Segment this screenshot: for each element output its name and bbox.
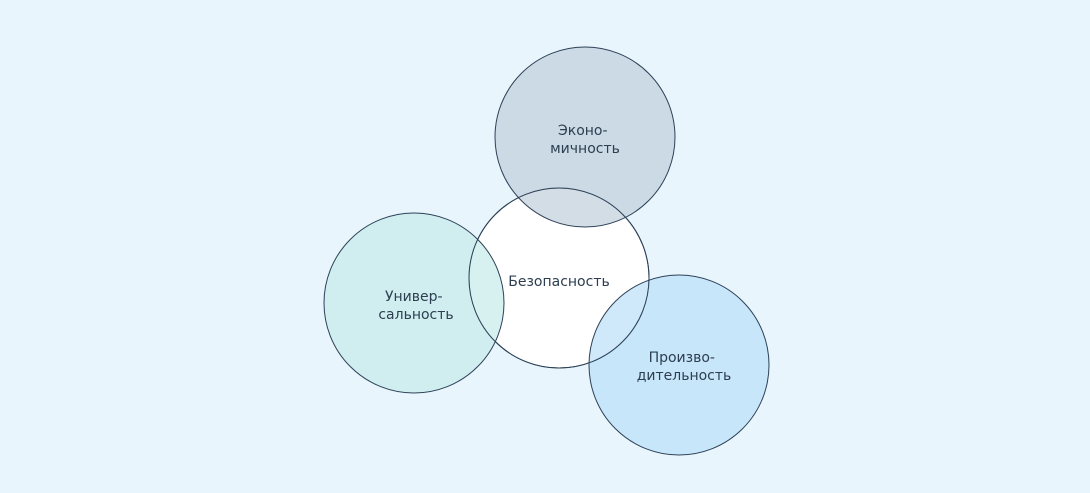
circle-universality (323, 212, 505, 394)
node-performance (588, 274, 770, 456)
circle-performance (588, 274, 770, 456)
node-universality (323, 212, 505, 394)
label-universality: Универ- сальность (378, 289, 453, 323)
node-economy (494, 46, 676, 228)
label-economy-line-1: Эконо- (558, 123, 608, 139)
label-performance-line-1: Произво- (649, 350, 715, 366)
label-economy-line-2: мичность (550, 141, 620, 157)
label-performance-line-2: дительность (637, 368, 732, 384)
label-universality-line-2: сальность (378, 307, 453, 323)
circle-economy (494, 46, 676, 228)
label-economy: Эконо- мичность (550, 123, 620, 157)
label-safety: Безопасность (508, 274, 609, 290)
label-universality-line-1: Универ- (385, 289, 443, 305)
circle-safety-outline (468, 187, 650, 369)
label-safety-line-1: Безопасность (508, 274, 609, 290)
label-performance: Произво- дительность (637, 350, 732, 384)
